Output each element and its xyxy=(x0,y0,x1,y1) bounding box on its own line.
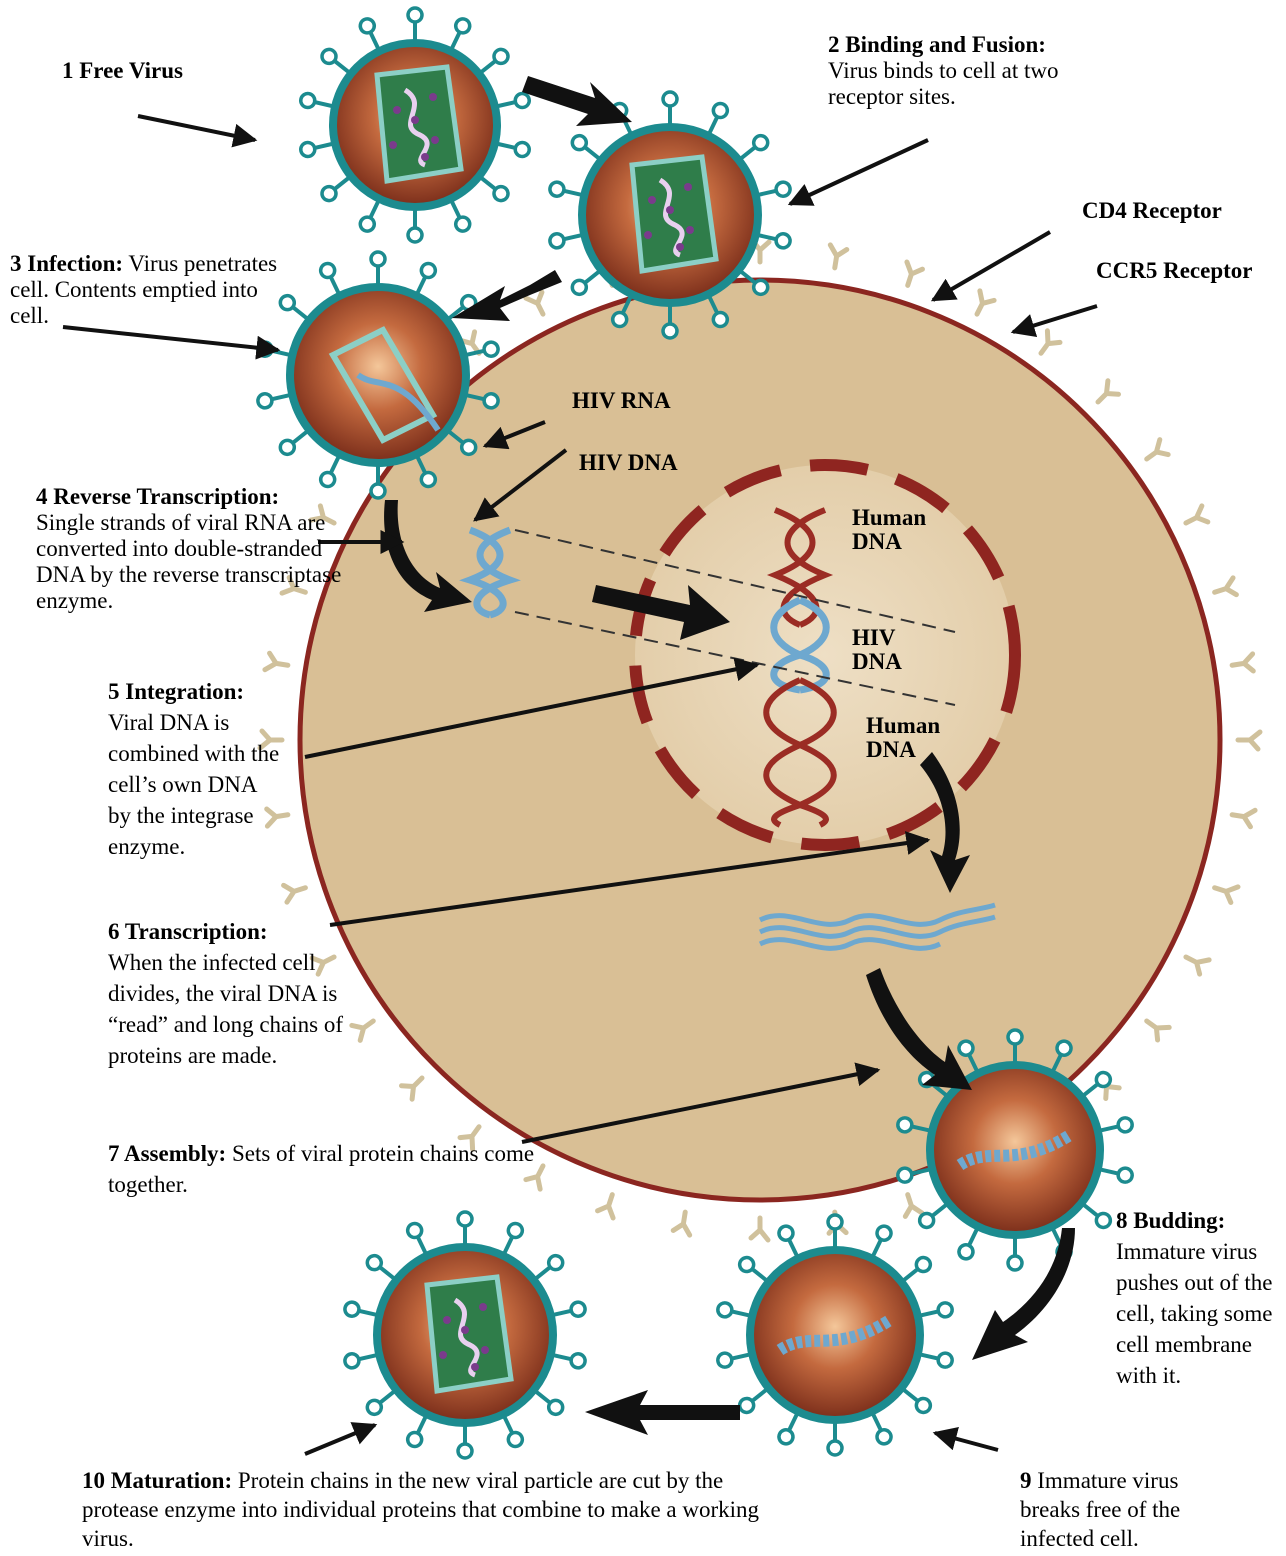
step5-text: Viral DNA is combined with the cell’s ow… xyxy=(108,710,279,859)
membrane-receptor xyxy=(673,1211,693,1235)
step5-label: 5 Integration: Viral DNA is combined wit… xyxy=(108,676,283,862)
viral-enzyme xyxy=(421,153,429,161)
hiv-rna-label: HIV RNA xyxy=(572,388,671,414)
virus-free xyxy=(299,8,530,242)
membrane-receptor xyxy=(1034,331,1061,359)
virus-immature xyxy=(716,1215,953,1455)
human-dna-top-label: Human DNA xyxy=(852,506,926,554)
step4-title: 4 Reverse Transcription: xyxy=(36,484,279,509)
virus-mature xyxy=(344,1212,587,1458)
step9-label: 9 Immature virus breaks free of the infe… xyxy=(1020,1466,1230,1553)
step2-text: Virus binds to cell at two receptor site… xyxy=(828,58,1059,109)
hiv-dna-label: HIV DNA xyxy=(579,450,678,476)
human-dna-top-word2: DNA xyxy=(852,529,902,554)
step3-label: 3 Infection: Virus penetrates cell. Cont… xyxy=(10,251,340,329)
viral-enzyme xyxy=(644,231,652,239)
virus-spike xyxy=(1008,1235,1022,1270)
ccr5-receptor-label: CCR5 Receptor xyxy=(1096,258,1252,284)
viral-enzyme xyxy=(429,93,437,101)
step7-label: 7 Assembly: Sets of viral protein chains… xyxy=(108,1138,548,1200)
viral-enzyme xyxy=(686,226,694,234)
membrane-receptor xyxy=(1212,578,1238,601)
step8-label: 8 Budding: Immature virus pushes out of … xyxy=(1116,1205,1286,1391)
viral-enzyme xyxy=(666,206,674,214)
membrane-receptor xyxy=(1092,381,1120,409)
step10-label: 10 Maturation: Protein chains in the new… xyxy=(82,1466,782,1553)
step10-title: 10 Maturation: xyxy=(82,1468,232,1493)
step8-text: Immature virus pushes out of the cell, t… xyxy=(1116,1239,1273,1388)
step8-title: 8 Budding: xyxy=(1116,1208,1225,1233)
membrane-receptor xyxy=(1212,880,1238,903)
human-dna-top-word1: Human xyxy=(852,505,926,530)
virus-spike xyxy=(458,1423,472,1458)
viral-enzyme xyxy=(684,183,692,191)
step3-text-3: cell. xyxy=(10,303,49,328)
virus-spike xyxy=(408,8,422,43)
step7-title: 7 Assembly: xyxy=(108,1141,226,1166)
step6-title: 6 Transcription: xyxy=(108,919,268,944)
step4-text: Single strands of viral RNA are converte… xyxy=(36,510,341,613)
membrane-receptor xyxy=(1231,807,1255,827)
virus-spike xyxy=(408,207,422,242)
viral-enzyme xyxy=(676,243,684,251)
virus-spike xyxy=(371,252,385,287)
virus-spike xyxy=(828,1420,842,1455)
membrane-receptor xyxy=(597,1192,620,1218)
step1-title: 1 Free Virus xyxy=(62,58,183,84)
step5-title: 5 Integration: xyxy=(108,679,244,704)
membrane-receptor xyxy=(265,653,289,673)
viral-enzyme xyxy=(481,1346,489,1354)
step3-title: 3 Infection: xyxy=(10,251,123,276)
viral-enzyme xyxy=(389,141,397,149)
step2-title: 2 Binding and Fusion: xyxy=(828,32,1046,57)
viral-capsid xyxy=(427,1277,511,1391)
membrane-receptor xyxy=(1142,440,1170,467)
step3-text-1: Virus penetrates xyxy=(128,251,277,276)
viral-enzyme xyxy=(431,136,439,144)
membrane-receptor xyxy=(282,879,308,902)
viral-capsid xyxy=(632,157,716,271)
membrane-receptor xyxy=(1182,950,1209,975)
step3-text-2: cell. Contents emptied into xyxy=(10,277,258,302)
cd4-receptor-label: CD4 Receptor xyxy=(1082,198,1222,224)
viral-enzyme xyxy=(443,1316,451,1324)
membrane-receptor xyxy=(400,1072,428,1100)
step9-text: Immature virus breaks free of the infect… xyxy=(1020,1468,1180,1551)
human-dna-bot-word2: DNA xyxy=(866,737,916,762)
virus-spike xyxy=(663,92,677,127)
viral-enzyme xyxy=(461,1326,469,1334)
membrane-receptor xyxy=(970,291,995,318)
membrane-receptor xyxy=(751,1218,768,1240)
hiv-dna-integrated-label: HIV DNA xyxy=(852,626,902,674)
step9-num: 9 xyxy=(1020,1468,1032,1493)
viral-enzyme xyxy=(393,106,401,114)
membrane-receptor xyxy=(1238,732,1260,749)
membrane-receptor xyxy=(1182,506,1209,531)
viral-enzyme xyxy=(479,1303,487,1311)
human-dna-bottom-label: Human DNA xyxy=(866,714,940,762)
hiv-dna-mid-word2: DNA xyxy=(852,649,902,674)
viral-capsid xyxy=(377,67,461,181)
membrane-receptor xyxy=(1231,654,1255,674)
membrane-receptor xyxy=(899,1192,922,1218)
viral-enzyme xyxy=(439,1351,447,1359)
step4-label: 4 Reverse Transcription: Single strands … xyxy=(36,484,356,614)
step2-label: 2 Binding and Fusion: Virus binds to cel… xyxy=(828,32,1118,110)
viral-enzyme xyxy=(471,1363,479,1371)
viral-enzyme xyxy=(411,116,419,124)
step6-text: When the infected cell divides, the vira… xyxy=(108,950,343,1068)
hiv-dna-mid-word1: HIV xyxy=(852,625,895,650)
membrane-receptor xyxy=(900,262,923,288)
human-dna-bot-word1: Human xyxy=(866,713,940,738)
membrane-receptor xyxy=(827,245,847,269)
step6-label: 6 Transcription: When the infected cell … xyxy=(108,916,378,1071)
membrane-receptor xyxy=(1141,1014,1169,1041)
viral-enzyme xyxy=(648,196,656,204)
virus-spike xyxy=(458,1212,472,1247)
